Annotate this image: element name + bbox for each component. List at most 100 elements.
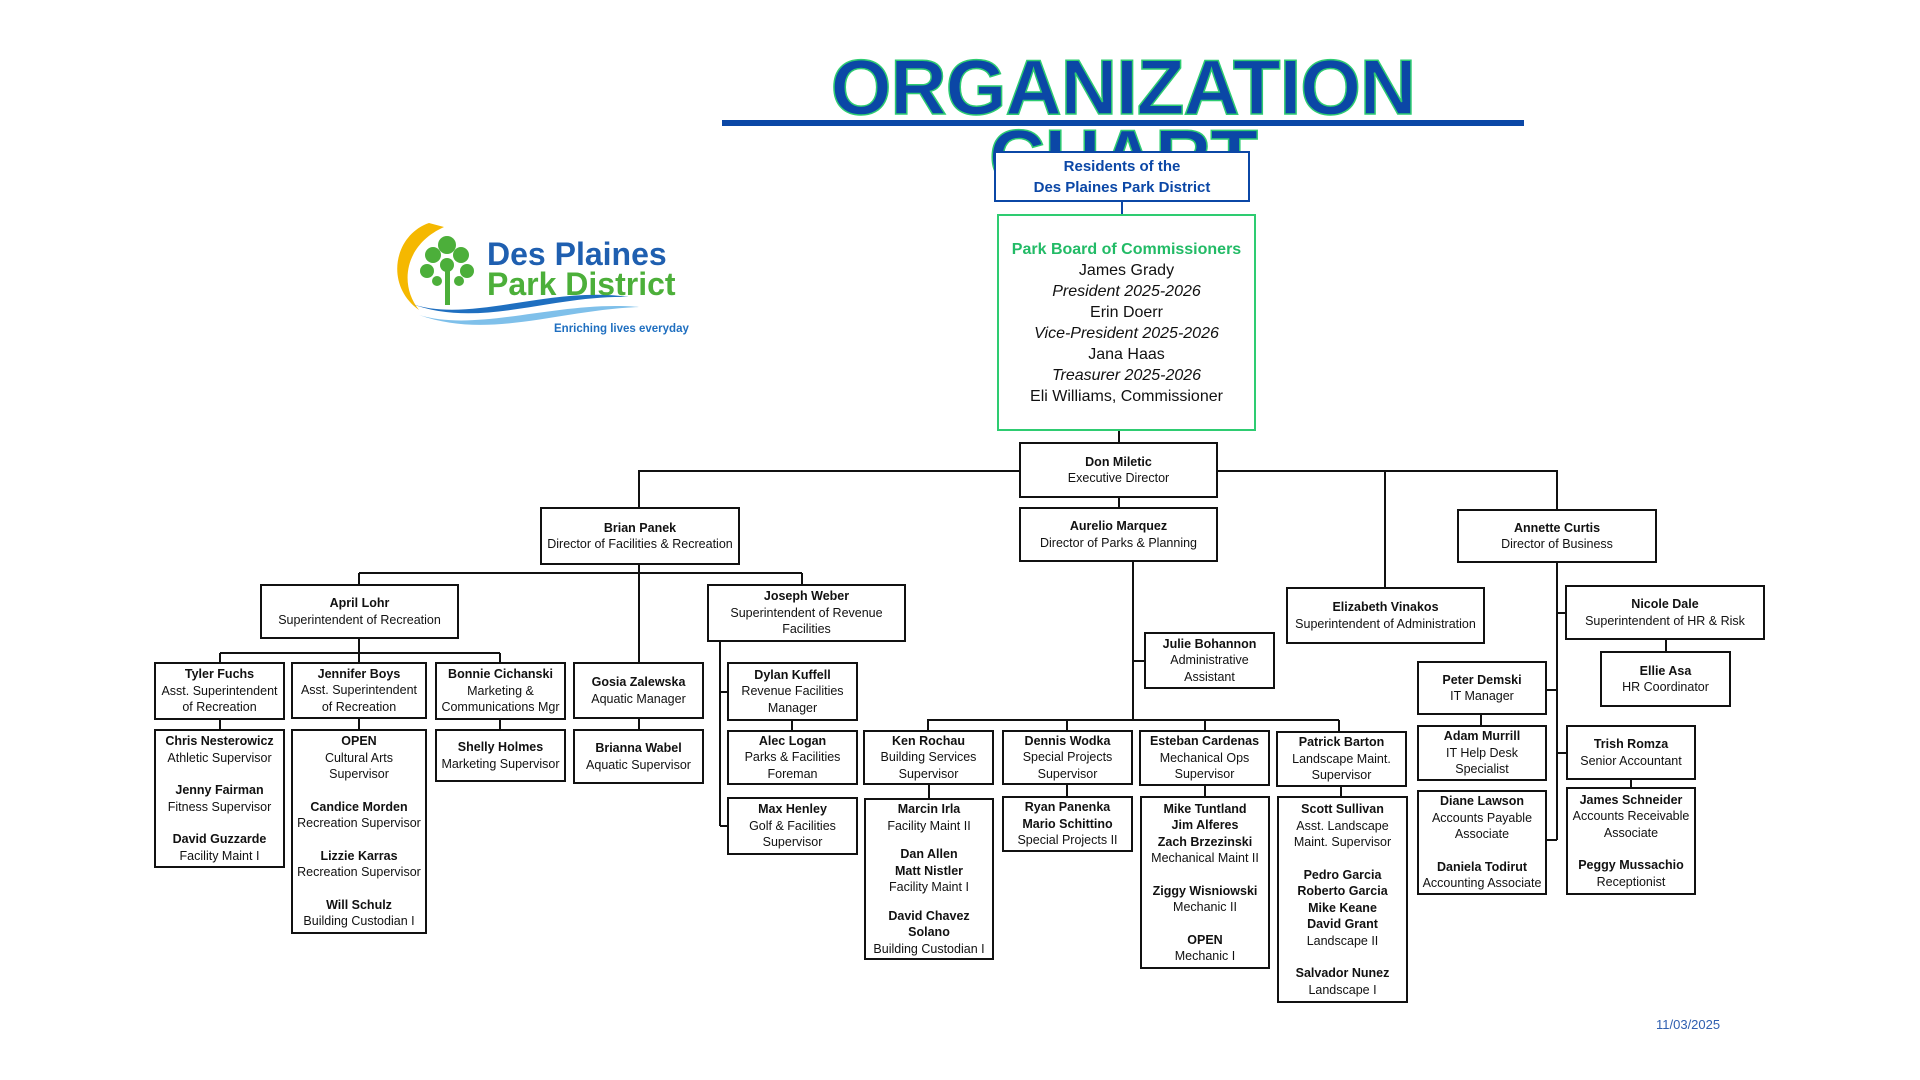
title-underline xyxy=(722,120,1524,126)
person-name: Brianna Wabel xyxy=(595,741,682,755)
person-name: Aurelio Marquez xyxy=(1069,519,1168,533)
person-name: April Lohr xyxy=(329,596,390,610)
job-title: Mechanic II xyxy=(1173,900,1237,914)
person-name: Esteban Cardenas xyxy=(1149,734,1260,749)
person-name: Trish Romza xyxy=(1593,737,1669,751)
chart-date: 11/03/2025 xyxy=(1656,1017,1721,1032)
person-name: Annette Curtis xyxy=(1513,520,1601,535)
person-name: Will Schulz xyxy=(326,897,392,912)
person-name: Nicole Dale xyxy=(1631,597,1699,611)
person-name: David Guzzarde xyxy=(172,832,267,846)
job-title: Superintendent of Recreation xyxy=(278,612,441,627)
person-name: Don Miletic xyxy=(1085,454,1152,469)
job-title: Special Projects II xyxy=(1017,833,1118,848)
job-title: Marketing Supervisor xyxy=(441,756,560,771)
job-title: Landscape Maint. Supervisor xyxy=(1292,751,1391,783)
residents-line1: Residents of the xyxy=(1063,157,1181,175)
person-name: Ryan Panenka xyxy=(1024,800,1111,815)
job-title: Accounts Receivable Associate xyxy=(1572,809,1690,840)
board-member-name: Jana Haas xyxy=(1088,345,1165,363)
logo-tagline: Enriching lives everyday xyxy=(554,323,689,335)
person-name: Mike Tuntland xyxy=(1163,801,1247,816)
person-name: Max Henley xyxy=(758,802,827,817)
job-title: Accounts Payable Associate xyxy=(1431,810,1533,842)
park-district-logo: Des Plaines Park District Enriching live… xyxy=(389,215,709,340)
job-title: Mechanic I xyxy=(1174,949,1236,963)
person-name: Salvador Nunez xyxy=(1295,966,1390,980)
person-name: Scott Sullivan xyxy=(1301,802,1384,816)
job-title: Landscape II xyxy=(1306,933,1379,948)
job-title: Athletic Supervisor xyxy=(167,750,272,765)
job-title: IT Manager xyxy=(1450,689,1514,703)
person-name: Elizabeth Vinakos xyxy=(1332,600,1439,614)
job-title: Aquatic Manager xyxy=(591,691,686,706)
person-name: Ellie Asa xyxy=(1639,663,1692,678)
person-name: Mike Keane xyxy=(1308,900,1377,915)
job-title: Asst. Superintendent of Recreation xyxy=(161,683,278,715)
job-title: Director of Parks & Planning xyxy=(1039,535,1197,550)
person-name: OPEN xyxy=(341,734,377,749)
job-title: Parks & Facilities Foreman xyxy=(744,750,841,781)
person-name: James Schneider xyxy=(1579,792,1683,807)
person-name: Dylan Kuffell xyxy=(754,667,831,682)
person-name: Pedro Garcia xyxy=(1303,867,1382,882)
person-name: Jim Alferes xyxy=(1171,818,1239,832)
job-title: Receptionist xyxy=(1596,874,1666,889)
board-member-name: Eli Williams, Commissioner xyxy=(1030,387,1223,405)
person-name: Roberto Garcia xyxy=(1297,884,1388,898)
person-name: Brian Panek xyxy=(603,520,677,535)
residents-line2: Des Plaines Park District xyxy=(1033,178,1211,196)
job-title: Administrative Assistant xyxy=(1170,653,1249,684)
job-title: Aquatic Supervisor xyxy=(586,757,691,772)
board-member-name: James Grady xyxy=(1078,261,1175,279)
person-name: Dennis Wodka xyxy=(1024,733,1111,748)
job-title: Marketing & Communications Mgr xyxy=(441,683,560,715)
job-title: Senior Accountant xyxy=(1580,753,1682,768)
job-title: Asst. Landscape Maint. Supervisor xyxy=(1293,818,1392,850)
job-title: Fitness Supervisor xyxy=(167,799,272,814)
job-title: Landscape I xyxy=(1308,982,1377,997)
job-title: Facility Maint II xyxy=(887,818,971,833)
person-name: Marcin Irla xyxy=(897,802,961,816)
job-title: Director of Business xyxy=(1501,537,1613,551)
person-name: Gosia Zalewska xyxy=(591,675,686,689)
person-name: Bonnie Cichanski xyxy=(448,667,553,682)
job-title: Superintendent of Revenue Facilities xyxy=(730,605,883,637)
person-name: Adam Murrill xyxy=(1443,729,1521,744)
logo-line2: Park District xyxy=(487,266,676,302)
person-name: Matt Nistler xyxy=(894,863,964,878)
tree-logo-icon: Des Plaines Park District Enriching live… xyxy=(397,223,689,335)
board-of-commissioners-box: Park Board of Commissioners James Grady … xyxy=(997,214,1256,431)
board-member-name: Erin Doerr xyxy=(1090,303,1163,321)
job-title: IT Help Desk Specialist xyxy=(1445,745,1518,777)
logo-line1: Des Plaines xyxy=(487,236,667,272)
person-name: Lizzie Karras xyxy=(320,848,398,863)
person-name: Alec Logan xyxy=(758,733,827,748)
person-name: Ken Rochau xyxy=(892,733,965,748)
person-name: David Grant xyxy=(1307,917,1378,931)
person-name: David Chavez Solano xyxy=(888,908,970,940)
person-name: Tyler Fuchs xyxy=(184,667,255,682)
job-title: Recreation Supervisor xyxy=(297,816,421,831)
job-title: Facility Maint I xyxy=(889,880,969,894)
